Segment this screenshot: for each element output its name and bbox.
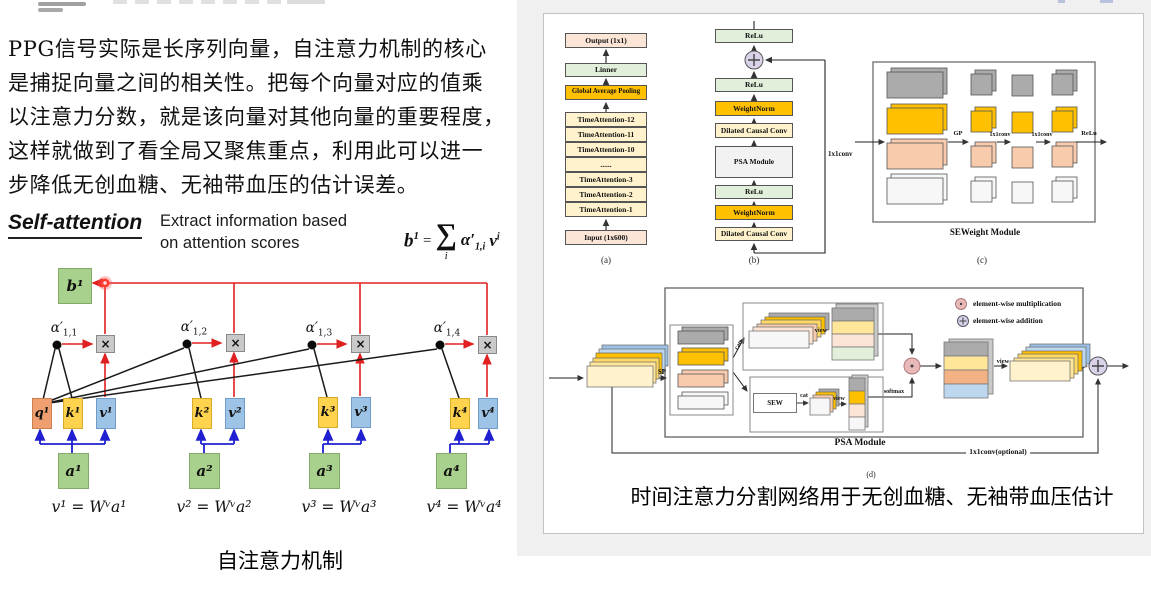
node-q1: q¹ xyxy=(32,398,52,429)
faded-header-text xyxy=(113,0,313,4)
box-weightnorm-1: WeightNorm xyxy=(715,101,793,116)
arrow-label-relu: ReLu xyxy=(1081,130,1097,137)
formula-lhs: b1 xyxy=(404,229,419,252)
sp-label: SP xyxy=(657,368,667,376)
box-timeattention-12: TimeAttention-12 xyxy=(565,112,647,127)
multiply-box-1: × xyxy=(96,335,115,353)
legend-multiplication-text: element-wise multiplication xyxy=(973,299,1062,308)
box-timeattention-1: TimeAttention-1 xyxy=(565,202,647,217)
node-v4: v⁴ xyxy=(478,398,498,429)
subfigure-label-d: (d) xyxy=(866,470,876,479)
sew-box: SEW xyxy=(753,393,797,413)
node-k4: k⁴ xyxy=(450,398,470,429)
paragraph-line: 这样就做到了看全局又聚焦重点，利用此可以进一 xyxy=(8,139,484,163)
box-relu-bottom: ReLu xyxy=(715,185,793,199)
left-figure-caption: 自注意力机制 xyxy=(217,550,343,573)
cat-label-small: cat xyxy=(800,393,808,399)
attention-red-lines xyxy=(62,278,492,397)
right-figure-caption: 时间注意力分割网络用于无创血糖、无袖带血压估计 xyxy=(630,486,1114,509)
self-attention-heading: Self-attention xyxy=(8,211,143,239)
formula-alpha-term: α′1,i xyxy=(460,229,486,253)
equation-v1: v¹ = Wᵛa¹ xyxy=(51,498,127,516)
formula-v-term: vi xyxy=(489,231,500,250)
paragraph-line: 步降低无创血糖、无袖带血压的估计误差。 xyxy=(8,173,419,197)
box-timeattention-10: TimeAttention-10 xyxy=(565,142,647,157)
paragraph-line: 是捕捉向量之间的相关性。把每个向量对应的值乘 xyxy=(8,71,484,95)
self-attention-subtitle: Extract information based on attention s… xyxy=(160,210,347,254)
node-a4: a⁴ xyxy=(436,453,467,489)
faded-toolbar-mark xyxy=(1058,0,1065,3)
box-relu-mid: ReLu xyxy=(715,78,793,92)
faded-toolbar-mark xyxy=(1100,0,1113,3)
subfigure-label-a: (a) xyxy=(601,255,611,265)
equation-v2: v² = Wᵛa² xyxy=(176,498,252,516)
subfigure-label-c: (c) xyxy=(977,255,987,265)
box-timeattention-3: TimeAttention-3 xyxy=(565,172,647,187)
box-dilated-causal-conv-2: Dilated Causal Conv xyxy=(715,227,793,241)
node-k1: k¹ xyxy=(63,398,83,429)
node-k3: k³ xyxy=(318,397,338,428)
arrow-label-gp: GP xyxy=(953,130,963,137)
formula-sigma: ∑ i xyxy=(435,218,457,262)
node-a3: a³ xyxy=(309,453,340,489)
node-v2: v² xyxy=(225,398,245,429)
attention-black-lines xyxy=(41,347,460,405)
box-timeattention-2: TimeAttention-2 xyxy=(565,187,647,202)
node-a1: a¹ xyxy=(58,453,89,489)
subfigure-label-b: (b) xyxy=(748,255,760,265)
paragraph-line: 以注意力分数，就是该向量对其他向量的重要程度， xyxy=(8,105,505,129)
softmax-label: softmax xyxy=(883,389,905,395)
multiply-box-2: × xyxy=(226,334,245,352)
box-global-average-pooling: Global Average Pooling xyxy=(565,85,647,100)
menu-icon[interactable] xyxy=(38,2,86,6)
seweight-caption: SEWeight Module xyxy=(949,227,1021,237)
box-timeattention-11: TimeAttention-11 xyxy=(565,127,647,142)
box-psa-module: PSA Module xyxy=(715,146,793,178)
node-v3: v³ xyxy=(351,397,371,428)
box-relu-top: ReLu xyxy=(715,29,793,43)
node-k2: k² xyxy=(192,398,212,429)
psa-module-label: PSA Module xyxy=(834,438,886,448)
alpha-label-4: α′1,4 xyxy=(433,320,461,339)
equation-v4: v⁴ = Wᵛa⁴ xyxy=(426,498,502,516)
box-output: Output (1x1) xyxy=(565,33,647,48)
bypass-conv-label: 1x1conv xyxy=(828,150,853,158)
multiply-box-3: × xyxy=(351,335,370,353)
node-b1: b¹ xyxy=(58,268,92,304)
bypass-optional-label: 1x1conv(optional) xyxy=(969,447,1027,456)
alpha-label-1: α′1,1 xyxy=(50,320,78,339)
view-label-right: view xyxy=(996,358,1010,365)
box-timeattention-ellipsis: ...... xyxy=(565,157,647,172)
box-dilated-causal-conv-1: Dilated Causal Conv xyxy=(715,123,793,138)
alpha-label-2: α′1,2 xyxy=(180,319,208,338)
arrow-label-1x1conv-1: 1x1conv xyxy=(989,132,1011,138)
faded-header-block xyxy=(287,0,325,4)
node-a2: a² xyxy=(189,453,220,489)
laser-pointer-dot xyxy=(98,276,112,290)
alpha-label-3: α′1,3 xyxy=(305,320,333,339)
formula-equals: = xyxy=(423,232,432,249)
box-weightnorm-2: WeightNorm xyxy=(715,205,793,220)
menu-icon-bar[interactable] xyxy=(38,8,63,12)
box-input: Input (1x600) xyxy=(565,230,647,245)
view-label-bottom: view xyxy=(833,396,845,402)
multiply-box-4: × xyxy=(478,336,497,354)
arrow-label-1x1conv-2: 1x1conv xyxy=(1031,132,1053,138)
subtitle-line: on attention scores xyxy=(160,234,300,252)
box-linner: Linner xyxy=(565,63,647,77)
view-label-top: view xyxy=(814,327,828,334)
equation-v3: v³ = Wᵛa³ xyxy=(301,498,377,516)
paragraph-line: PPG信号实际是长序列向量，自注意力机制的核心 xyxy=(8,37,487,61)
node-v1: v¹ xyxy=(96,398,116,429)
attention-formula: b1 = ∑ i α′1,i vi xyxy=(404,216,500,266)
subtitle-line: Extract information based xyxy=(160,212,348,230)
legend-addition-text: element-wise addition xyxy=(973,316,1043,325)
attention-blue-arrows xyxy=(34,428,495,453)
